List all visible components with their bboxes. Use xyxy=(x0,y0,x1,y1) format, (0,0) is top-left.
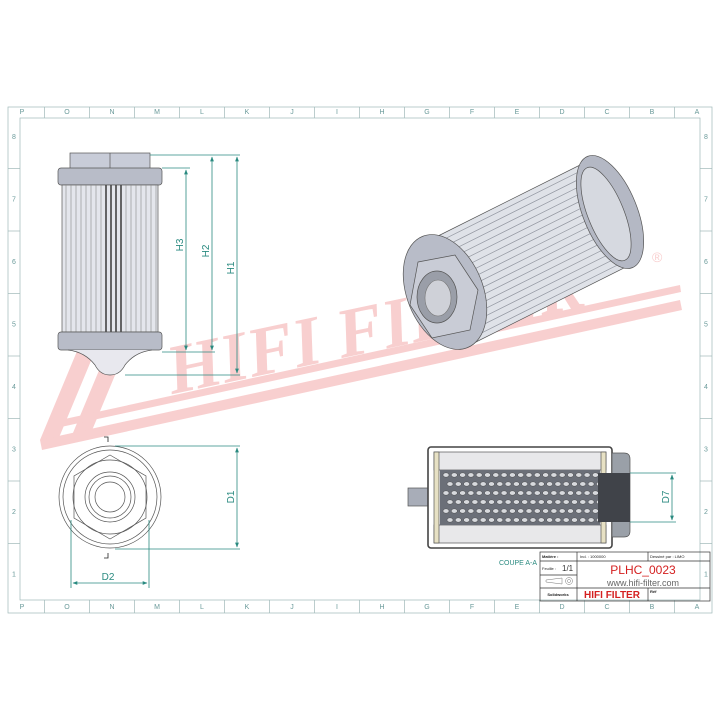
column-label: G xyxy=(424,109,429,116)
title-block: Matière : Ind. : 1000000 Dessiné par : L… xyxy=(539,551,711,602)
material-label: Matière : xyxy=(542,554,558,559)
software-label: Solidworks xyxy=(547,592,569,597)
column-label: J xyxy=(290,604,294,611)
column-label: P xyxy=(20,604,25,611)
dim-h1: H1 xyxy=(226,261,237,274)
row-label: 3 xyxy=(12,447,16,454)
end-view: D1 D2 xyxy=(58,436,240,588)
outer-border xyxy=(7,106,713,614)
column-label: O xyxy=(64,604,70,611)
row-label: 1 xyxy=(12,572,16,579)
column-label: K xyxy=(245,109,250,116)
column-label: J xyxy=(290,109,294,116)
column-label: A xyxy=(695,604,700,611)
row-label: 6 xyxy=(12,259,16,266)
column-label: N xyxy=(109,109,114,116)
section-mark-top xyxy=(104,436,109,442)
row-label: 5 xyxy=(704,322,708,329)
column-label: D xyxy=(559,604,564,611)
inner-border xyxy=(19,117,701,601)
dim-d7: D7 xyxy=(661,490,672,503)
perforated-tube xyxy=(440,470,600,525)
column-label: B xyxy=(650,109,655,116)
isometric-view xyxy=(402,155,644,350)
row-label: 1 xyxy=(704,572,708,579)
column-label: L xyxy=(200,604,204,611)
ref-label: Réf xyxy=(650,589,657,594)
column-label: M xyxy=(154,604,160,611)
projection-symbol-icon xyxy=(545,577,573,585)
row-labels: 8 8 7 7 6 6 5 5 4 4 3 3 2 2 1 1 xyxy=(8,134,712,579)
column-label: H xyxy=(379,109,384,116)
row-label: 7 xyxy=(12,197,16,204)
column-label: N xyxy=(109,604,114,611)
column-label: K xyxy=(245,604,250,611)
bottom-spring xyxy=(67,349,153,376)
column-label: I xyxy=(336,604,338,611)
row-label: 8 xyxy=(12,134,16,141)
column-label: B xyxy=(650,604,655,611)
column-labels: P P O O N N M M L L K K J J I I H H G G F F E E D D C C B B A A xyxy=(20,107,700,613)
brand-label: HIFI FILTER xyxy=(584,590,641,601)
dim-d1: D1 xyxy=(226,490,237,503)
sheet-value: 1/1 xyxy=(562,564,574,573)
part-number: PLHC_0023 xyxy=(610,563,676,577)
column-label: F xyxy=(470,604,474,611)
column-label: C xyxy=(604,604,609,611)
section-view: D7 COUPE A-A xyxy=(407,446,676,567)
column-label: I xyxy=(336,109,338,116)
column-label: G xyxy=(424,604,429,611)
row-label: 6 xyxy=(704,259,708,266)
pleats xyxy=(65,185,157,332)
top-end-cap xyxy=(57,167,163,186)
bore xyxy=(94,481,126,513)
dim-h3: H3 xyxy=(175,238,186,251)
row-label: 2 xyxy=(12,509,16,516)
registered-mark: ® xyxy=(652,249,663,265)
sheet-label: Feuille : xyxy=(542,566,556,571)
stub xyxy=(407,487,429,507)
dim-d2: D2 xyxy=(102,572,115,583)
revision-label: Ind. : 1000000 xyxy=(580,554,606,559)
row-label: 4 xyxy=(12,384,16,391)
website: www.hifi-filter.com xyxy=(606,578,679,588)
column-label: E xyxy=(515,109,520,116)
pleated-media xyxy=(61,184,159,333)
column-label: H xyxy=(379,604,384,611)
drawn-by: Dessiné par : LIMO xyxy=(650,554,684,559)
row-label: 4 xyxy=(704,384,708,391)
column-label: F xyxy=(470,109,474,116)
column-label: M xyxy=(154,109,160,116)
column-label: L xyxy=(200,109,204,116)
section-label: COUPE A-A xyxy=(499,560,537,567)
column-label: C xyxy=(604,109,609,116)
row-label: 5 xyxy=(12,322,16,329)
hex-nut xyxy=(73,454,147,540)
column-label: E xyxy=(515,604,520,611)
bottom-end-cap xyxy=(57,331,163,351)
section-mark-bottom xyxy=(104,553,109,559)
row-label: 2 xyxy=(704,509,708,516)
side-view: H3 H2 H1 xyxy=(57,152,240,376)
row-label: 7 xyxy=(704,197,708,204)
column-label: D xyxy=(559,109,564,116)
row-label: 3 xyxy=(704,447,708,454)
column-label: O xyxy=(64,109,70,116)
column-label: A xyxy=(695,109,700,116)
column-label: P xyxy=(20,109,25,116)
dim-h2: H2 xyxy=(201,244,212,257)
row-label: 8 xyxy=(704,134,708,141)
